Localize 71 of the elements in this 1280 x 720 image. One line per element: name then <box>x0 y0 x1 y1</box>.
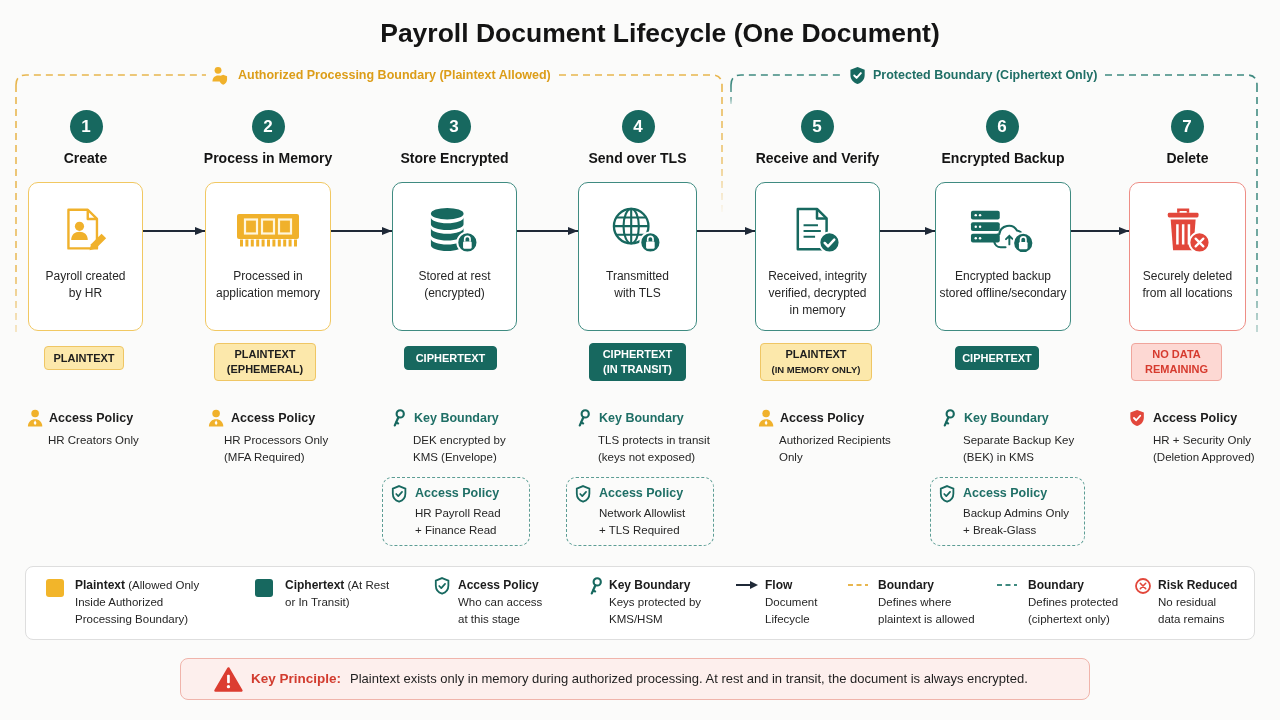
stage-title: Receive and Verify <box>755 149 880 168</box>
step-number-circle: 4 <box>621 109 655 143</box>
step-number-circle: 7 <box>1170 109 1204 143</box>
policy-heading: Key Boundary <box>599 410 684 427</box>
legend-text: Boundary Defines where plaintext is allowed <box>878 577 976 627</box>
stage-title: Send over TLS <box>588 149 687 168</box>
policy-heading: Access Policy <box>49 410 134 427</box>
legend-text: Risk Reduced No residual data remains <box>1158 577 1239 627</box>
status-tag: PLAINTEXT <box>44 346 124 370</box>
stage-description: Received, integrity verified, decrypted in memory <box>767 267 868 319</box>
step-number-circle: 3 <box>437 109 471 143</box>
status-tag: NO DATA REMAINING <box>1131 343 1222 381</box>
policy-text: Network Allowlist + TLS Required <box>599 506 687 538</box>
status-tag: PLAINTEXT (IN MEMORY ONLY) <box>760 343 872 381</box>
policy-heading: Access Policy <box>780 410 865 427</box>
stage-description: Transmitted with TLS <box>605 267 670 302</box>
legend-text: Key Boundary Keys protected by KMS/HSM <box>609 577 703 627</box>
policy-text: HR Payroll Read + Finance Read <box>415 506 502 538</box>
legend-text: Access Policy Who can access at this stage <box>458 577 544 627</box>
boundary-title: Protected Boundary (Ciphertext Only) <box>873 67 1098 83</box>
principle-banner <box>180 658 1090 700</box>
principle-heading: Key Principle: <box>251 670 342 688</box>
stage-title: Create <box>63 149 108 168</box>
step-number-circle: 5 <box>800 109 834 143</box>
legend-text: Boundary Defines protected (ciphertext only) <box>1028 577 1120 627</box>
status-tag: CIPHERTEXT <box>404 346 497 370</box>
policy-heading: Access Policy <box>231 410 316 427</box>
stage-description: Encrypted backup stored offline/secondary <box>938 267 1068 302</box>
flow-arrow <box>879 227 936 235</box>
policy-heading: Access Policy <box>1153 410 1238 427</box>
policy-heading: Access Policy <box>415 485 500 502</box>
stage-title: Encrypted Backup <box>941 149 1065 168</box>
status-tag: CIPHERTEXT (IN TRANSIT) <box>589 343 686 381</box>
policy-heading: Key Boundary <box>414 410 499 427</box>
step-number-circle: 6 <box>985 109 1019 143</box>
step-number-circle: 1 <box>69 109 103 143</box>
flow-arrow <box>142 227 206 235</box>
status-tag: CIPHERTEXT <box>955 346 1039 370</box>
stage-title: Delete <box>1166 149 1209 168</box>
legend-text: Ciphertext (At Rest or In Transit) <box>285 577 391 610</box>
stage-description: Stored at rest (encrypted) <box>417 267 492 302</box>
policy-text: Authorized Recipients Only <box>779 433 892 465</box>
policy-card <box>930 477 1085 546</box>
stage-description: Payroll created by HR <box>44 267 127 302</box>
legend-text: Flow Document Lifecycle <box>765 577 819 627</box>
flow-arrow <box>1070 227 1130 235</box>
policy-card <box>566 477 714 546</box>
step-number-circle: 2 <box>251 109 285 143</box>
flow-arrow <box>330 227 393 235</box>
boundary-title: Authorized Processing Boundary (Plaintext Allowed) <box>238 67 551 83</box>
policy-text: HR + Security Only (Deletion Approved) <box>1153 433 1256 465</box>
policy-text: Backup Admins Only + Break-Glass <box>963 506 1071 538</box>
policy-text: TLS protects in transit (keys not exposed) <box>598 433 711 465</box>
policy-heading: Access Policy <box>963 485 1048 502</box>
policy-text: Separate Backup Key (BEK) in KMS <box>963 433 1076 465</box>
stage-description: Securely deleted from all locations <box>1141 267 1234 302</box>
policy-heading: Access Policy <box>599 485 684 502</box>
policy-text: DEK encrypted by KMS (Envelope) <box>413 433 507 465</box>
stage-description: Processed in application memory <box>214 267 321 302</box>
legend-text: Plaintext (Allowed Only Inside Authorized Processing Boundary) <box>75 577 201 627</box>
principle-text: Plaintext exists only in memory during authorized processing. At rest and in transit, the document is always encrypted. <box>350 670 1028 688</box>
flow-arrow <box>516 227 579 235</box>
policy-heading: Key Boundary <box>964 410 1049 427</box>
stage-title: Process in Memory <box>203 149 333 168</box>
flow-arrow <box>696 227 756 235</box>
policy-card <box>382 477 530 546</box>
policy-text: HR Processors Only (MFA Required) <box>224 433 330 465</box>
diagram-title: Payroll Document Lifecycle (One Document) <box>380 17 940 49</box>
status-tag: PLAINTEXT (EPHEMERAL) <box>214 343 316 381</box>
stage-title: Store Encrypted <box>400 149 509 168</box>
policy-text: HR Creators Only <box>48 433 139 448</box>
